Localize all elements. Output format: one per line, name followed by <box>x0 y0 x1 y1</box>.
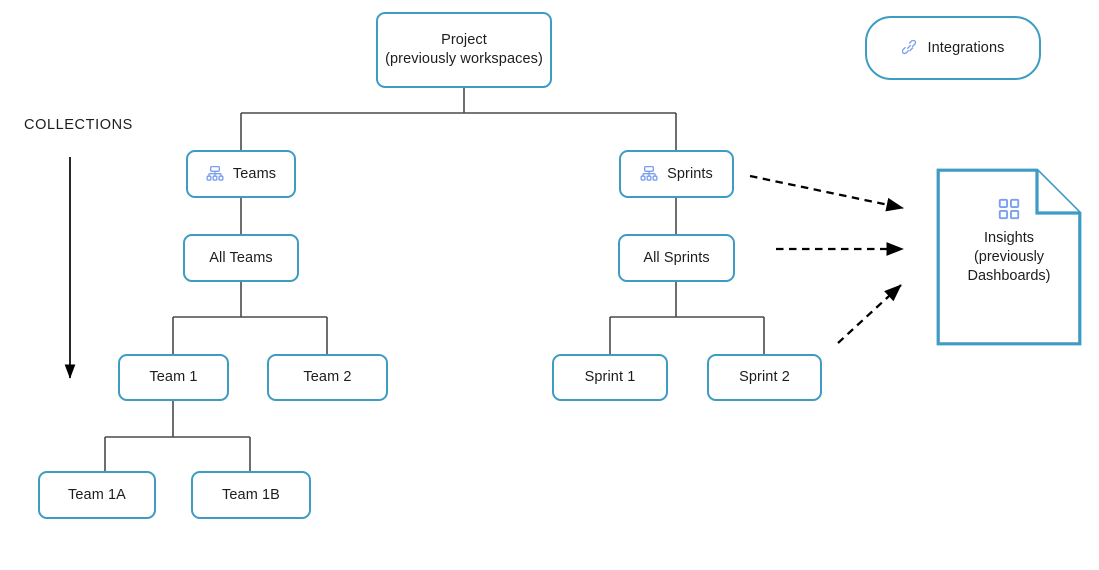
edge-sprints-insights <box>749 174 904 212</box>
collections-label: COLLECTIONS <box>24 117 133 133</box>
node-team-1-label: Team 1 <box>149 369 198 385</box>
node-team-1b-label: Team 1B <box>222 486 280 503</box>
node-all-sprints-label: All Sprints <box>643 249 710 266</box>
node-teams[interactable]: Teams <box>186 150 296 198</box>
integrations-link-icon <box>901 39 919 57</box>
hierarchy-icon <box>640 165 658 183</box>
node-project[interactable]: Project (previously workspaces) <box>376 12 552 88</box>
node-insights[interactable]: Insights (previously Dashboards) <box>936 168 1082 346</box>
node-sprint-2-label: Sprint 2 <box>739 369 790 385</box>
node-sprint-2[interactable]: Sprint 2 <box>707 354 822 401</box>
node-teams-label: Teams <box>232 165 277 182</box>
grid-dashboard-icon <box>998 198 1020 220</box>
node-team-2[interactable]: Team 2 <box>267 354 388 401</box>
node-team-1a-label: Team 1A <box>68 486 126 503</box>
node-sprints[interactable]: Sprints <box>619 150 734 198</box>
node-sprint-1-label: Sprint 1 <box>584 369 636 385</box>
node-sprints-label: Sprints <box>667 165 713 182</box>
node-all-sprints[interactable]: All Sprints <box>618 234 735 282</box>
node-project-label: Project (previously workspaces) <box>385 32 543 67</box>
node-integrations[interactable]: Integrations <box>865 16 1041 80</box>
node-integrations-label: Integrations <box>927 39 1005 56</box>
node-sprint-1[interactable]: Sprint 1 <box>552 354 668 401</box>
edge-sprint2-insights <box>837 284 902 344</box>
node-team-1a[interactable]: Team 1A <box>38 471 156 519</box>
hierarchy-icon <box>206 165 224 183</box>
document-shape-icon <box>936 168 1082 346</box>
node-all-teams[interactable]: All Teams <box>183 234 299 282</box>
node-team-1b[interactable]: Team 1B <box>191 471 311 519</box>
node-team-1[interactable]: Team 1 <box>118 354 229 401</box>
node-all-teams-label: All Teams <box>209 249 273 266</box>
node-insights-label: Insights (previously Dashboards) <box>967 230 1051 284</box>
node-team-2-label: Team 2 <box>303 369 352 385</box>
